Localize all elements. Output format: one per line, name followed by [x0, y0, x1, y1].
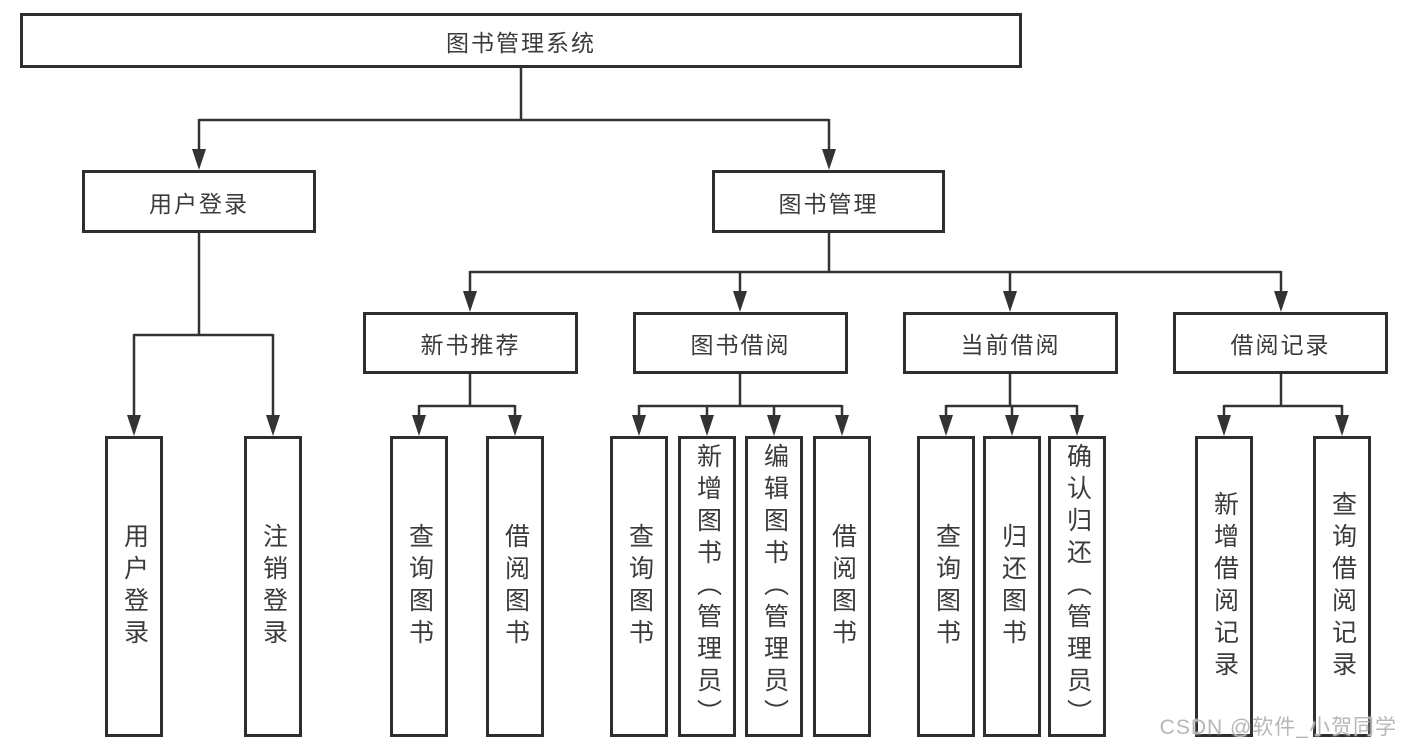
- node-root: 图书管理系统: [20, 13, 1022, 68]
- node-root-label: 图书管理系统: [446, 29, 596, 56]
- leaf-query-book-recommend: 查询图书: [390, 436, 448, 737]
- node-current-borrow: 当前借阅: [903, 312, 1118, 374]
- node-borrow-records-label: 借阅记录: [1230, 332, 1331, 358]
- leaf-confirm-return-admin: 确认归还（管理员）: [1048, 436, 1106, 737]
- node-book-management-label: 图书管理: [778, 190, 879, 217]
- watermark: CSDN @软件_小贺同学: [1159, 716, 1397, 739]
- leaf-add-borrow-record: 新增借阅记录: [1195, 436, 1253, 737]
- leaf-query-book-borrow-label: 查询图书: [625, 522, 654, 651]
- node-new-book-recommend-label: 新书推荐: [420, 332, 521, 358]
- leaf-query-borrow-record-label: 查询借阅记录: [1328, 490, 1357, 683]
- leaf-logout-label: 注销登录: [259, 522, 288, 651]
- leaf-borrow-book: 借阅图书: [813, 436, 871, 737]
- leaf-borrow-book-label: 借阅图书: [828, 522, 857, 651]
- leaf-add-borrow-record-label: 新增借阅记录: [1210, 490, 1239, 683]
- node-new-book-recommend: 新书推荐: [363, 312, 578, 374]
- leaf-query-book-current-label: 查询图书: [932, 522, 961, 651]
- leaf-edit-book-admin: 编辑图书（管理员）: [745, 436, 803, 737]
- leaf-query-book-recommend-label: 查询图书: [405, 522, 434, 651]
- leaf-borrow-book-recommend: 借阅图书: [486, 436, 544, 737]
- leaf-return-book-label: 归还图书: [998, 522, 1027, 651]
- node-user-login: 用户登录: [82, 170, 316, 233]
- leaf-user-login-label: 用户登录: [120, 522, 149, 651]
- node-book-management: 图书管理: [712, 170, 945, 233]
- leaf-borrow-book-recommend-label: 借阅图书: [501, 522, 530, 651]
- leaf-edit-book-admin-label: 编辑图书（管理员）: [760, 442, 789, 731]
- leaf-query-borrow-record: 查询借阅记录: [1313, 436, 1371, 737]
- node-borrow-records: 借阅记录: [1173, 312, 1388, 374]
- leaf-logout: 注销登录: [244, 436, 302, 737]
- node-book-borrow: 图书借阅: [633, 312, 848, 374]
- leaf-query-book-current: 查询图书: [917, 436, 975, 737]
- leaf-add-book-admin: 新增图书（管理员）: [678, 436, 736, 737]
- leaf-return-book: 归还图书: [983, 436, 1041, 737]
- leaf-query-book-borrow: 查询图书: [610, 436, 668, 737]
- node-current-borrow-label: 当前借阅: [960, 332, 1061, 358]
- leaf-confirm-return-admin-label: 确认归还（管理员）: [1063, 442, 1092, 731]
- leaf-add-book-admin-label: 新增图书（管理员）: [693, 442, 722, 731]
- node-user-login-label: 用户登录: [149, 190, 249, 217]
- node-book-borrow-label: 图书借阅: [690, 332, 791, 358]
- leaf-user-login: 用户登录: [105, 436, 163, 737]
